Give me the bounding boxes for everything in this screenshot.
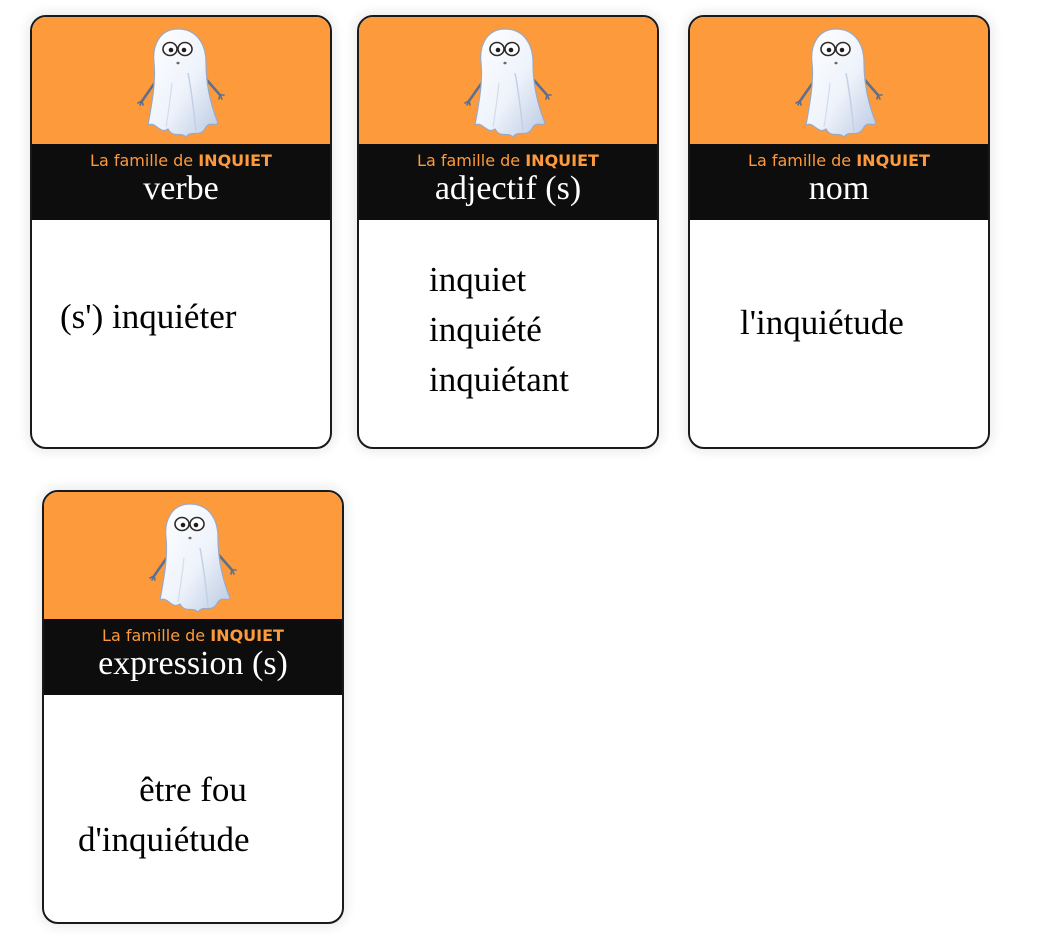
family-word: INQUIET bbox=[210, 626, 284, 645]
ghost-icon bbox=[126, 23, 236, 143]
content-line: d'inquiétude bbox=[78, 820, 250, 859]
ghost-icon bbox=[138, 498, 248, 618]
category-label: verbe bbox=[143, 170, 219, 207]
family-prefix: La famille de bbox=[90, 151, 199, 170]
family-prefix: La famille de bbox=[417, 151, 526, 170]
card-header-orange bbox=[359, 17, 657, 144]
card-header-orange bbox=[690, 17, 988, 144]
word-card-expression: La famille de INQUIET expression (s) êtr… bbox=[42, 490, 344, 924]
word-card-verbe: La famille de INQUIET verbe (s') inquiét… bbox=[30, 15, 332, 449]
card-title-band: La famille de INQUIET adjectif (s) bbox=[359, 144, 657, 220]
ghost-icon bbox=[784, 23, 894, 143]
card-content: être fou d'inquiétude bbox=[44, 695, 342, 922]
content-line: être fou bbox=[139, 770, 247, 809]
category-label: expression (s) bbox=[98, 645, 288, 682]
word-card-adjectif: La famille de INQUIET adjectif (s) inqui… bbox=[357, 15, 659, 449]
content-line: (s') inquiéter bbox=[60, 297, 237, 336]
family-word: INQUIET bbox=[856, 151, 930, 170]
card-content: (s') inquiéter bbox=[32, 220, 330, 447]
family-label: La famille de INQUIET bbox=[359, 151, 657, 171]
card-header-orange bbox=[44, 492, 342, 619]
content-line: inquiété bbox=[429, 310, 542, 349]
card-title-band: La famille de INQUIET nom bbox=[690, 144, 988, 220]
ghost-icon bbox=[453, 23, 563, 143]
card-content: l'inquiétude bbox=[690, 220, 988, 447]
family-prefix: La famille de bbox=[748, 151, 857, 170]
category-label: adjectif (s) bbox=[434, 170, 582, 207]
family-word: INQUIET bbox=[198, 151, 272, 170]
card-header-orange bbox=[32, 17, 330, 144]
family-label: La famille de INQUIET bbox=[690, 151, 988, 171]
category-label: nom bbox=[808, 170, 870, 207]
family-label: La famille de INQUIET bbox=[44, 626, 342, 646]
family-prefix: La famille de bbox=[102, 626, 211, 645]
word-card-nom: La famille de INQUIET nom l'inquiétude bbox=[688, 15, 990, 449]
content-line: l'inquiétude bbox=[740, 303, 904, 342]
content-line: inquiet bbox=[429, 260, 527, 299]
family-label: La famille de INQUIET bbox=[32, 151, 330, 171]
content-line: inquiétant bbox=[429, 360, 569, 399]
family-word: INQUIET bbox=[525, 151, 599, 170]
card-title-band: La famille de INQUIET verbe bbox=[32, 144, 330, 220]
card-title-band: La famille de INQUIET expression (s) bbox=[44, 619, 342, 695]
card-content: inquiet inquiété inquiétant bbox=[359, 220, 657, 447]
